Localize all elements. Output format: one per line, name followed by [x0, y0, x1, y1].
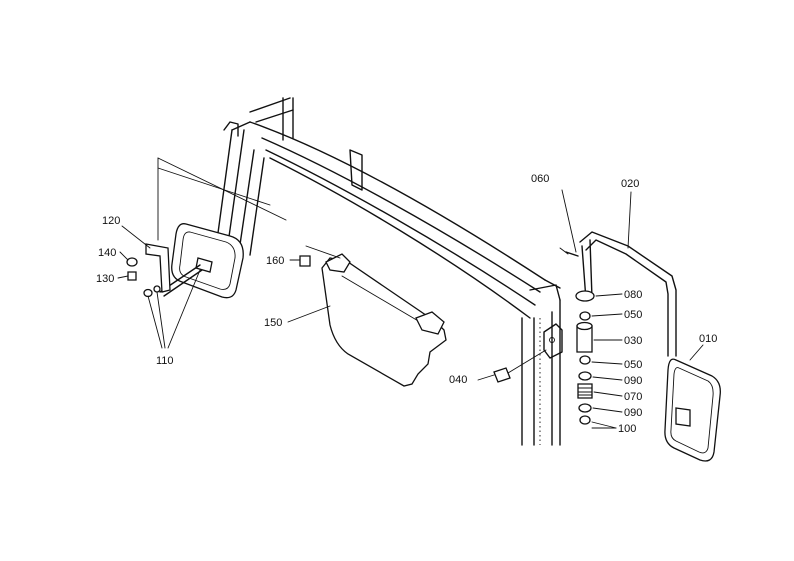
- part-090a: [578, 371, 592, 381]
- hinge-stack: [493, 290, 595, 425]
- part-100: [579, 415, 591, 425]
- callout-020: 020: [621, 178, 639, 190]
- callout-110: 110: [156, 355, 174, 367]
- callout-150: 150: [264, 317, 282, 329]
- part-050a: [579, 311, 591, 321]
- callout-010: 010: [699, 333, 717, 345]
- callout-090-lower: 090: [624, 407, 642, 419]
- callout-050-upper: 050: [624, 309, 642, 321]
- leader-lines-left: [157, 157, 287, 241]
- callout-050-lower: 050: [624, 359, 642, 371]
- cab-frame: [214, 97, 563, 446]
- callout-120: 120: [102, 215, 120, 227]
- callout-130: 130: [96, 273, 114, 285]
- callout-leaders: [117, 189, 704, 429]
- screw-160: [299, 255, 311, 267]
- callout-140: 140: [98, 247, 116, 259]
- sun-visor: [299, 245, 447, 387]
- callout-070: 070: [624, 391, 642, 403]
- bolt-040: [493, 367, 511, 383]
- part-050b: [579, 355, 591, 365]
- washer-140: [126, 257, 138, 267]
- part-090b: [578, 403, 592, 413]
- callout-100: 100: [618, 423, 636, 435]
- callout-090-upper: 090: [624, 375, 642, 387]
- callout-160: 160: [266, 255, 284, 267]
- spring-070: [577, 383, 593, 399]
- right-mirror-stay: [559, 231, 677, 357]
- callout-040: 040: [449, 374, 467, 386]
- part-080: [575, 290, 595, 302]
- callout-080: 080: [624, 289, 642, 301]
- callout-030: 030: [624, 335, 642, 347]
- right-mirror: [664, 358, 721, 462]
- callout-labels: 010 020 030 040 050 050 060 070 080 090 …: [96, 173, 717, 435]
- callout-060: 060: [531, 173, 549, 185]
- left-mirror: [126, 223, 244, 299]
- bolt-130: [127, 271, 137, 281]
